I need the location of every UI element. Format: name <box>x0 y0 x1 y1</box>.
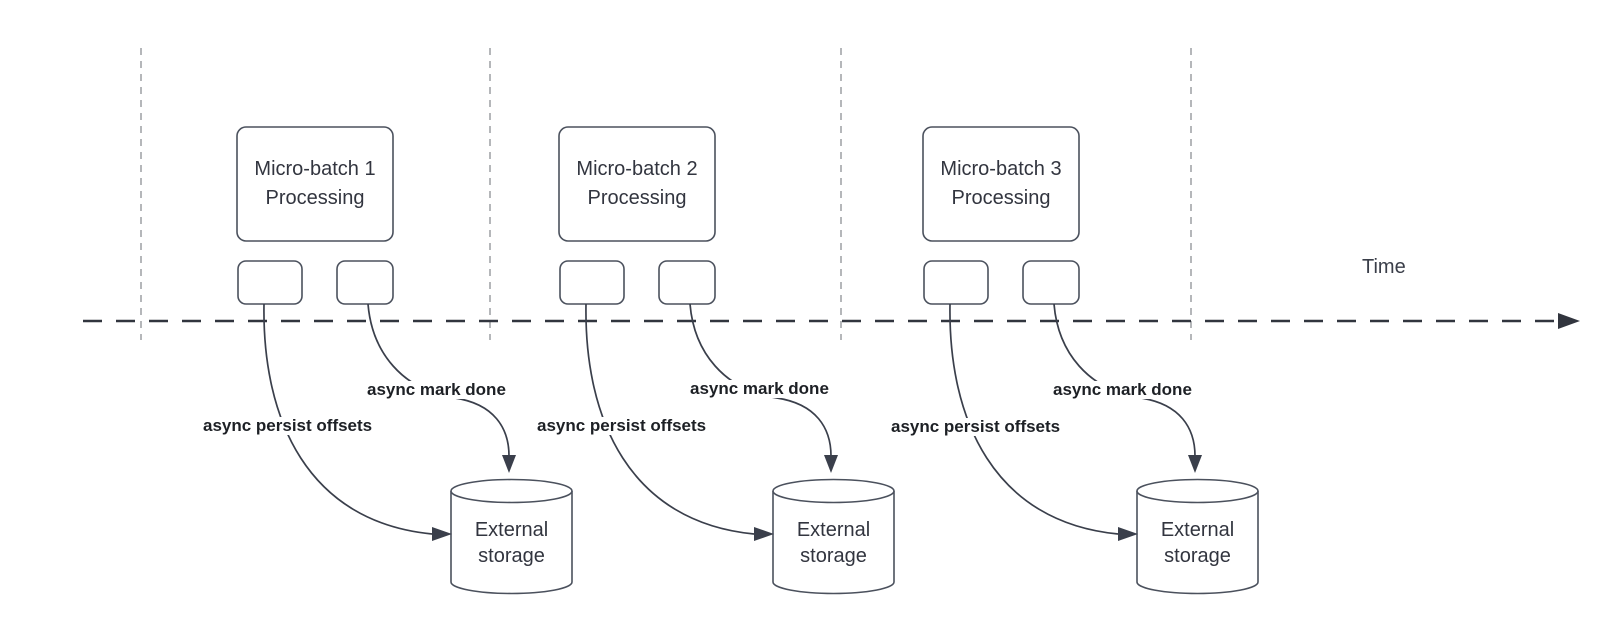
storage-cylinder-top <box>1136 478 1259 504</box>
micro-batch-title-line2: Processing <box>587 187 687 209</box>
persist-offsets-label: async persist offsets <box>534 417 710 435</box>
storage-cylinder-body <box>1136 491 1259 595</box>
micro-batch-title: Micro-batch 2 Processing <box>559 127 715 241</box>
micro-batch-title-line2: Processing <box>265 187 365 209</box>
external-storage-label: External storage <box>1160 519 1235 567</box>
micro-batch-group-3 <box>922 126 1259 595</box>
micro-batch-box <box>558 126 716 242</box>
persist-offsets-arrow <box>949 303 1119 535</box>
storage-cylinder-top <box>772 478 895 504</box>
time-axis-arrowhead-icon <box>1558 313 1580 329</box>
persist-offsets-label: async persist offsets <box>200 417 376 435</box>
micro-batch-box <box>236 126 394 242</box>
micro-batch-title-line2: Processing <box>951 187 1051 209</box>
external-storage-label: External storage <box>474 519 549 567</box>
mark-done-task-box <box>658 260 716 305</box>
persist-arrowhead-icon <box>754 527 774 541</box>
offset-task-box <box>923 260 989 305</box>
mark-done-arrowhead-icon <box>824 455 838 473</box>
micro-batch-title-line1: Micro-batch 2 <box>576 158 698 180</box>
storage-cylinder-top <box>450 478 573 504</box>
micro-batch-group-1 <box>236 126 573 595</box>
external-storage-label: External storage <box>796 519 871 567</box>
time-axis-label: Time <box>1362 256 1406 278</box>
offset-task-box <box>237 260 303 305</box>
mark-done-label: async mark done <box>1050 381 1195 399</box>
storage-cylinder-body <box>450 491 573 595</box>
persist-offsets-arrow <box>263 303 433 535</box>
persist-offsets-label: async persist offsets <box>888 418 1064 436</box>
micro-batch-box <box>922 126 1080 242</box>
micro-batch-group-2 <box>558 126 895 595</box>
mark-done-arrowhead-icon <box>1188 455 1202 473</box>
mark-done-task-box <box>1022 260 1080 305</box>
micro-batch-title: Micro-batch 3 Processing <box>923 127 1079 241</box>
mark-done-label: async mark done <box>364 381 509 399</box>
persist-offsets-arrow <box>585 303 755 535</box>
storage-cylinder-body <box>772 491 895 595</box>
mark-done-label: async mark done <box>687 380 832 398</box>
micro-batch-title: Micro-batch 1 Processing <box>237 127 393 241</box>
mark-done-task-box <box>336 260 394 305</box>
persist-arrowhead-icon <box>432 527 452 541</box>
mark-done-arrowhead-icon <box>502 455 516 473</box>
micro-batch-title-line1: Micro-batch 3 <box>940 158 1062 180</box>
offset-task-box <box>559 260 625 305</box>
micro-batch-title-line1: Micro-batch 1 <box>254 158 376 180</box>
persist-arrowhead-icon <box>1118 527 1138 541</box>
